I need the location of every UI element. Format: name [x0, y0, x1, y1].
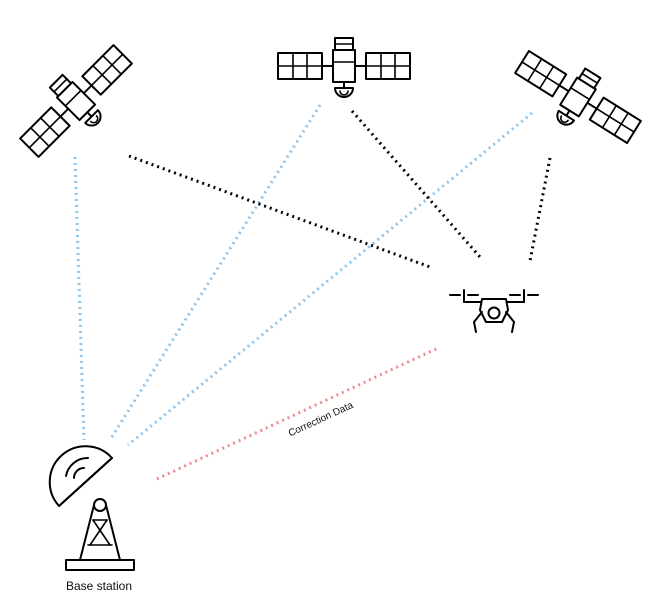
- base-station-label: Base station: [66, 579, 132, 593]
- link-sat1-drone: [128, 154, 431, 269]
- link-sat2-drone: [350, 110, 482, 258]
- satellite-icon: [8, 33, 146, 171]
- link-sat1-base: [73, 156, 86, 441]
- satellite-drone-links: [128, 110, 552, 269]
- link-sat3-base: [127, 111, 533, 447]
- link-sat2-base: [108, 104, 322, 441]
- drone-icon: [449, 289, 539, 333]
- satellite-icon: [277, 37, 411, 98]
- correction-data-link: Correction Data: [156, 346, 439, 481]
- satellite-icon: [504, 37, 650, 160]
- antenna-tower-icon: [48, 445, 135, 571]
- link-sat3-drone: [528, 157, 552, 262]
- correction-data-label: Correction Data: [287, 400, 356, 440]
- link-base-drone: [156, 346, 439, 481]
- satellite-base-links: [73, 104, 533, 447]
